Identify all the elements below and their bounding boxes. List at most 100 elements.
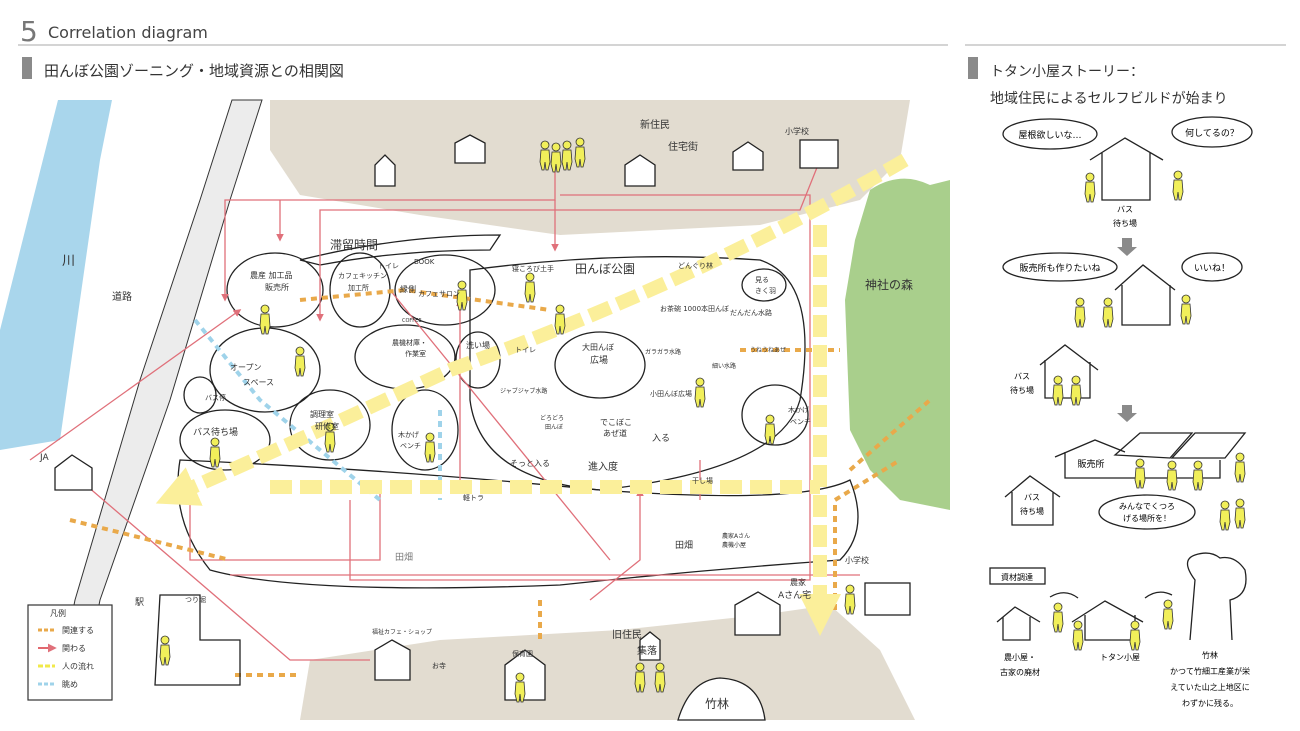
section-number: 5 <box>20 15 38 48</box>
legend-item-related: 関連する <box>62 625 94 635</box>
zone-bus-stop <box>183 376 217 414</box>
label-machine-room: 農機材庫・ <box>392 338 427 347</box>
label-book: BOOK <box>414 258 435 266</box>
label-bamboo: 竹林 <box>1202 650 1218 660</box>
field-area-outline <box>177 459 859 589</box>
new-residential-area <box>270 100 910 235</box>
label-wait: 待ち場 <box>1020 506 1044 516</box>
label-entry-level: 進入度 <box>588 460 618 473</box>
label-small-paddy: 小田んぼ広場 <box>650 389 692 398</box>
stay-time-arrow <box>299 234 502 266</box>
label-bus: バス <box>1024 493 1040 502</box>
label-shade-bench: 木かげ <box>398 430 419 439</box>
bamboo-description: わずかに残る。 <box>1182 698 1238 708</box>
label-toilet: トイレ <box>378 262 399 270</box>
label-cafe-kitchen: 加工所 <box>348 283 369 292</box>
label-field: 田畑 <box>395 551 413 563</box>
label-station: 駅 <box>135 597 144 608</box>
legend-title: 凡例 <box>50 608 66 618</box>
label-ja: JA <box>39 453 49 463</box>
label-engawa: 縁側 <box>400 284 416 294</box>
zone-engawa <box>394 254 496 326</box>
label-coffee: COFFEE <box>402 318 422 324</box>
label-open-space: オープン <box>230 363 262 372</box>
label-open-space: スペース <box>243 378 274 387</box>
bamboo-description: かつて竹細工産業が栄 <box>1170 666 1250 676</box>
relation-arrow <box>29 309 242 461</box>
label-barn: 農小屋・ <box>1004 652 1036 662</box>
label-farm-shop: 農産 加工品 <box>250 270 293 280</box>
barn-sketch <box>996 606 1041 641</box>
label-field: 田畑 <box>675 539 693 551</box>
label-wash: 洗い場 <box>466 340 490 350</box>
bus-shelter-sketch <box>1089 137 1164 201</box>
section-title: Correlation diagram <box>48 23 208 42</box>
label-new-residents: 新住民 <box>640 118 670 131</box>
label-road: 道路 <box>112 290 132 303</box>
bubble-text-what: 何してるの？ <box>1185 127 1239 139</box>
bubble-text-shop: 販売所も作りたいね <box>1019 262 1100 274</box>
label-school-bottom: 小学校 <box>845 555 869 565</box>
label-shade-bench-right: 木かげ <box>788 405 809 414</box>
bus-shelter-sketch <box>1114 264 1176 326</box>
materials-box <box>989 567 1046 585</box>
tin-hut-story: トタン小屋ストーリー： 地域住民によるセルフビルドが始まり 屋根欲しいな… 何し… <box>968 57 1253 708</box>
relation-arrow <box>589 488 644 601</box>
zone-see-listen <box>741 268 787 302</box>
label-muddy-paddy: どろどろ <box>540 414 564 422</box>
label-toilet-2: トイレ <box>515 346 536 354</box>
label-river: 川 <box>62 254 75 269</box>
river <box>0 100 112 450</box>
label-farmer-shed: 農機小屋 <box>722 541 746 549</box>
bubble-text-relax: みんなでくつろ <box>1119 502 1175 511</box>
label-wait: 待ち場 <box>1113 218 1137 228</box>
down-arrow-icon <box>1117 405 1137 422</box>
shrine-forest <box>845 178 950 511</box>
label-thin-channel: 細い水路 <box>712 362 736 370</box>
label-materials: 資材調達 <box>1001 572 1033 582</box>
label-teacup-paddy: お茶碗 1000本田んぼ <box>660 304 729 313</box>
label-welfare-cafe: 福祉カフェ・ショップ <box>372 628 432 636</box>
speech-bubble <box>1002 118 1098 150</box>
label-bus: バス <box>1117 205 1133 214</box>
label-engawa: カフェサロン <box>418 290 460 298</box>
label-shop: 販売所 <box>1077 458 1104 470</box>
label-bus-wait: バス待ち場 <box>193 426 238 438</box>
tin-roof-sketch <box>1113 432 1247 459</box>
label-see-listen: 見る <box>755 276 769 284</box>
speech-bubble <box>1181 252 1243 282</box>
label-bus: バス <box>1014 372 1030 381</box>
label-old-residents: 旧住民 <box>612 628 642 641</box>
legend: 凡例 関連する 関わる 人の流れ 眺め <box>27 604 113 701</box>
relation-arrow <box>221 165 556 302</box>
curved-arrows <box>1049 591 1173 599</box>
label-rice-park: 田んぼ公園 <box>575 262 635 276</box>
label-farmer-house: Aさん宅 <box>778 589 811 601</box>
bamboo-description: えていた山之上地区に <box>1170 682 1250 692</box>
view-line <box>193 318 382 502</box>
zone-big-paddy <box>554 331 646 399</box>
diagram-subtitle: 田んぼ公園ゾーニング・地域資源との相関図 <box>44 62 344 80</box>
relation-arrow <box>389 289 611 561</box>
label-gently-enter: そっと入る <box>510 459 550 468</box>
label-nursery: 保育園 <box>512 649 533 658</box>
label-shrine-forest: 神社の森 <box>865 277 913 292</box>
label-muddy-paddy: 田んぼ <box>545 424 563 431</box>
bamboo-sketch <box>1186 552 1247 641</box>
label-cooking-room: 研修室 <box>315 421 339 431</box>
label-gara-channel: ガラガラ水路 <box>645 348 681 356</box>
label-bus-stop: バス停 <box>205 393 226 402</box>
label-temple: お寺 <box>432 662 446 670</box>
bubble-text-nice: いいね！ <box>1194 263 1230 274</box>
label-farmer-shed: 農家Aさん <box>722 532 750 540</box>
relation-arrow <box>316 159 821 322</box>
bus-shelter-sketch <box>1039 344 1099 399</box>
label-farm-shop: 販売所 <box>265 282 289 292</box>
label-shade-bench-right: ベンチ <box>790 418 811 426</box>
label-old-residents: 集落 <box>637 644 657 657</box>
label-farmer-house: 農家 <box>790 577 806 587</box>
label-bank: 寝ころび土手 <box>512 264 554 273</box>
story-subtitle: 地域住民によるセルフビルドが始まり <box>990 91 1228 107</box>
label-stay-time: 滞留時間 <box>330 238 378 252</box>
